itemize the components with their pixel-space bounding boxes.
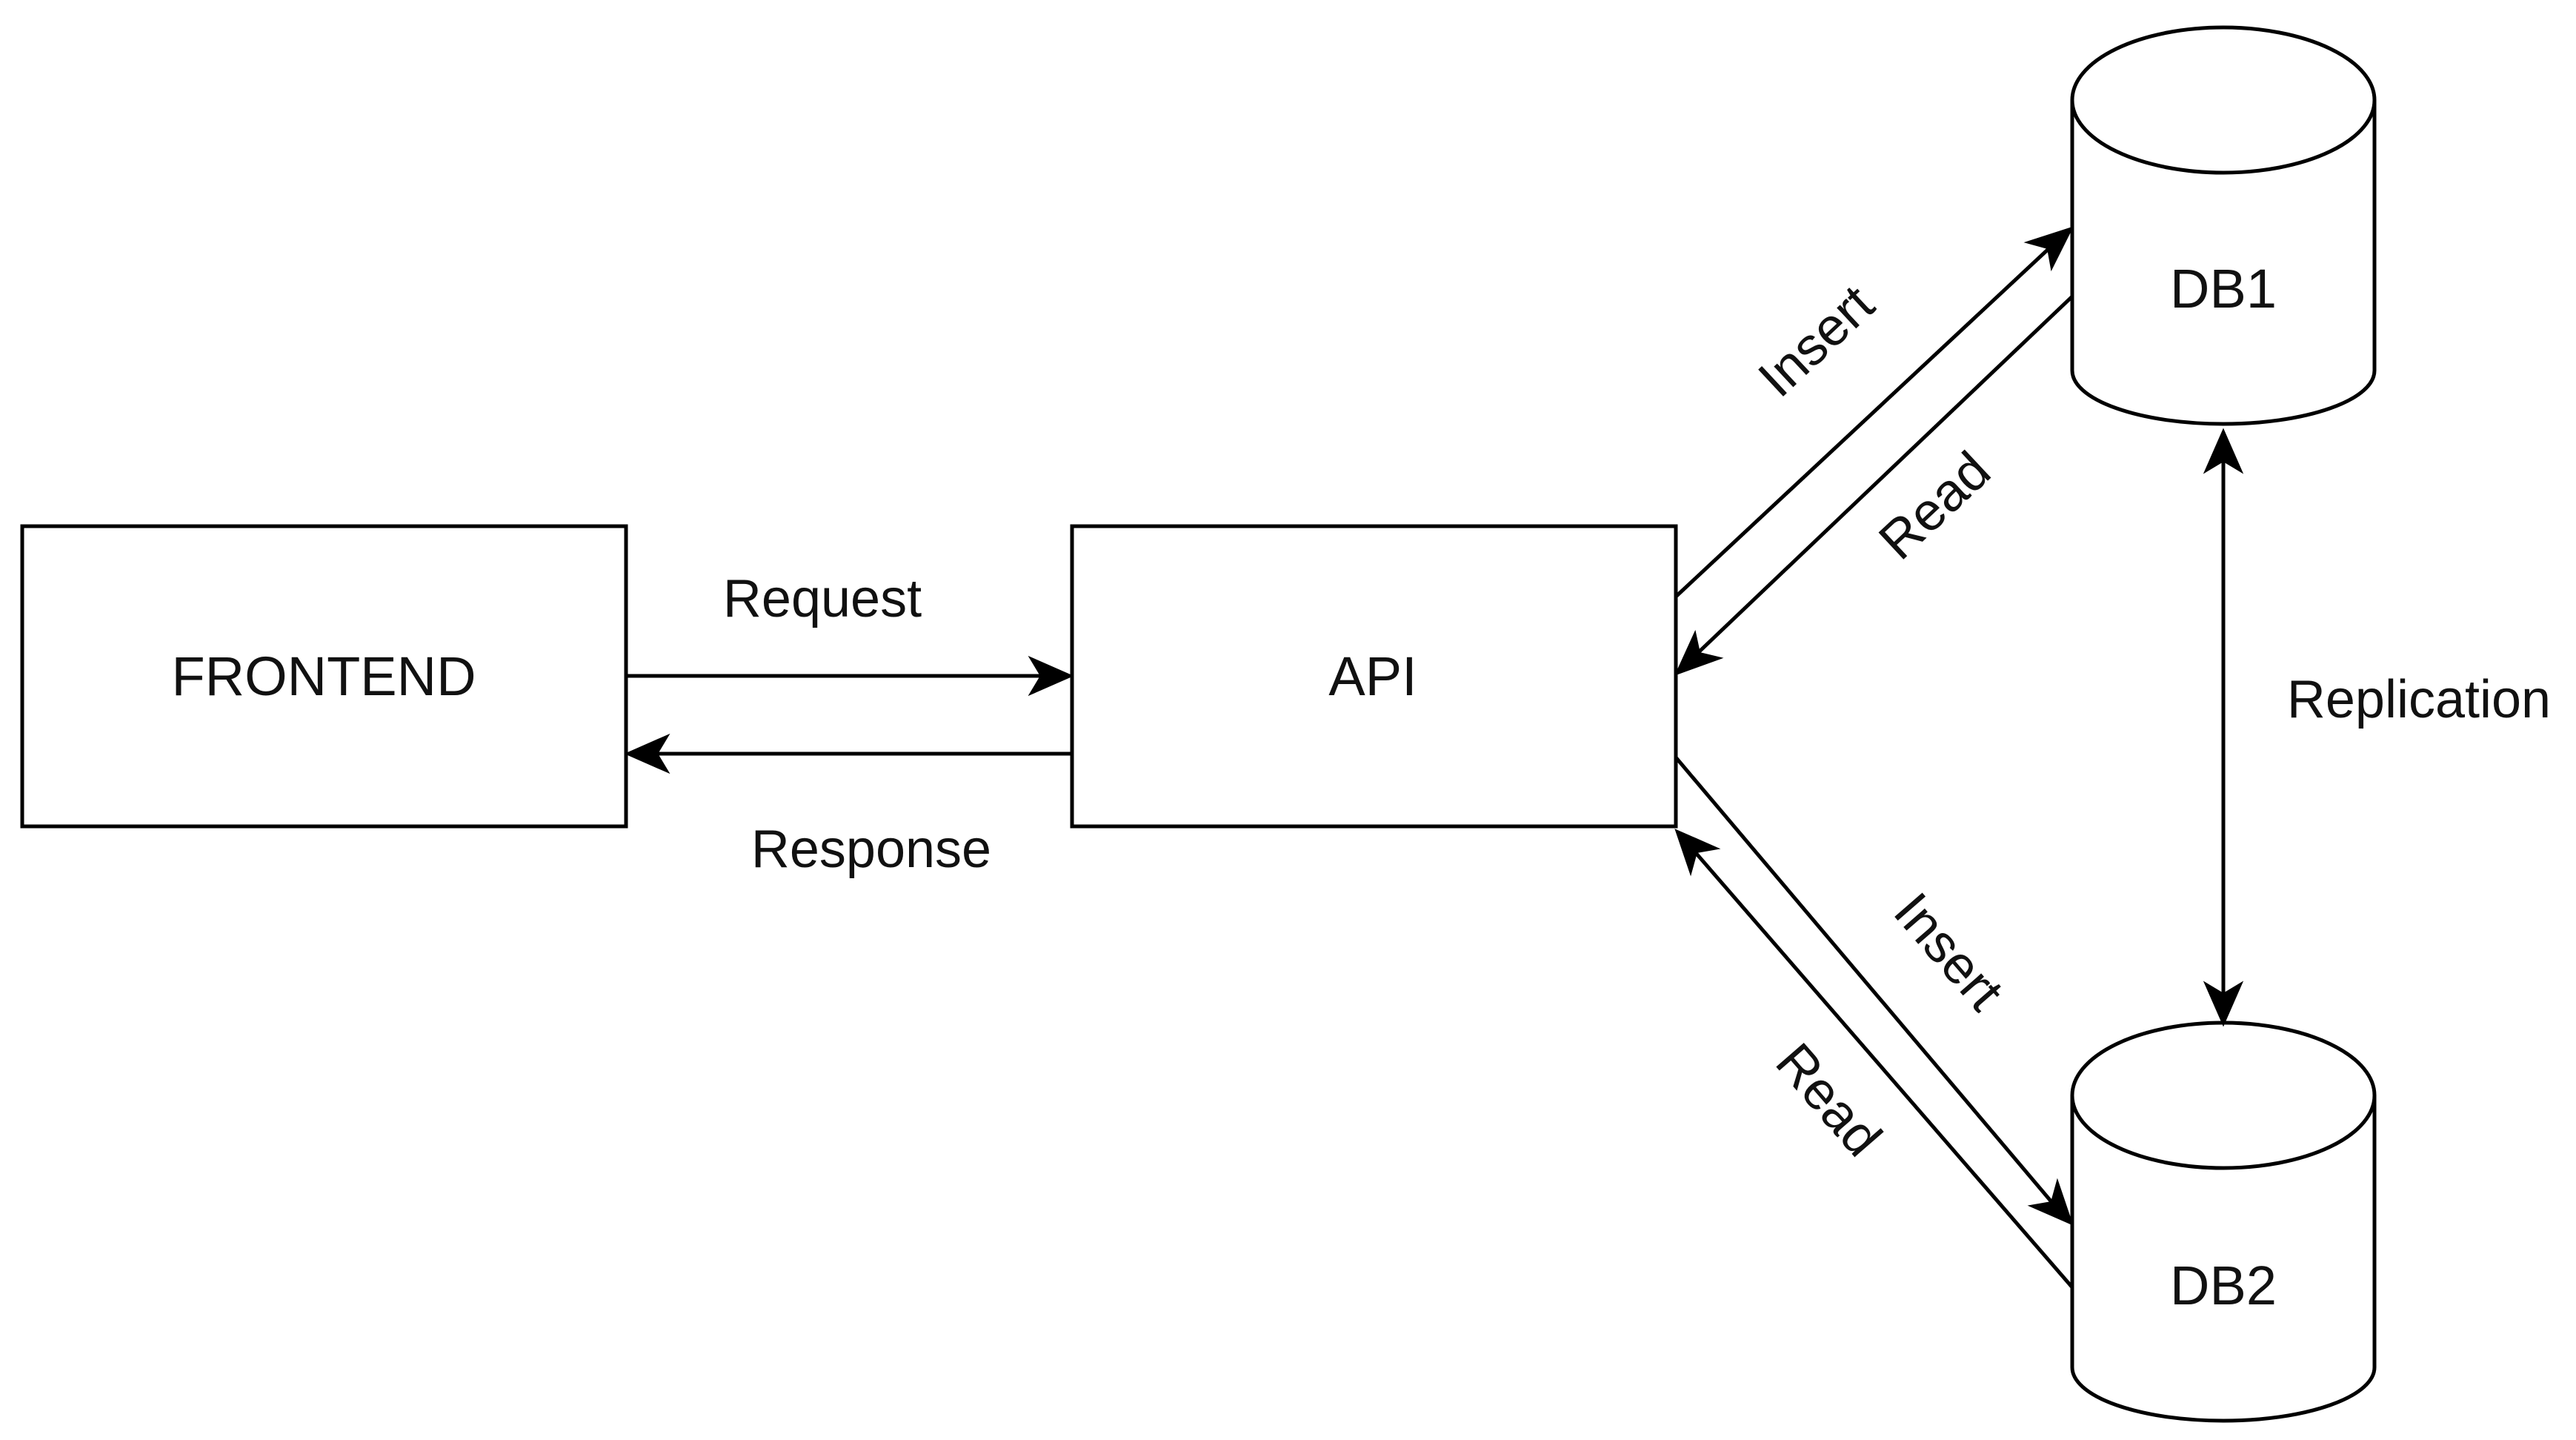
request-edge[interactable]: Request <box>626 569 1074 697</box>
read-db1-arrow <box>1685 295 2074 665</box>
insert-db2-edge[interactable]: Insert <box>1674 756 2074 1226</box>
insert-db1-label: Insert <box>1748 274 1886 408</box>
response-edge[interactable]: Response <box>624 733 1072 879</box>
read-db2-arrowhead <box>1674 829 1721 877</box>
read-db2-label: Read <box>1764 1032 1892 1167</box>
frontend-box <box>20 524 628 829</box>
insert-db1-arrow <box>1674 236 2063 598</box>
frontend-label: FRONTEND <box>171 646 476 707</box>
frontend-node[interactable]: FRONTEND <box>20 524 628 829</box>
db2-body <box>2070 1095 2377 1423</box>
insert-db1-arrowhead <box>2023 226 2074 272</box>
db1-node[interactable]: DB1 <box>2070 25 2377 426</box>
api-box <box>1070 524 1678 829</box>
db2-node[interactable]: DB2 <box>2070 1021 2377 1423</box>
request-label: Request <box>723 569 922 628</box>
insert-db2-arrowhead <box>2027 1178 2074 1226</box>
read-db2-arrow <box>1685 841 2074 1289</box>
response-label: Response <box>751 820 991 879</box>
db1-body <box>2070 100 2377 426</box>
read-db1-label: Read <box>1868 440 2001 571</box>
insert-db1-edge[interactable]: Insert <box>1674 226 2074 598</box>
api-label: API <box>1328 646 1417 707</box>
db1-label: DB1 <box>2170 258 2277 319</box>
db2-label: DB2 <box>2170 1255 2277 1316</box>
replication-arrowhead-bottom <box>2203 981 2244 1027</box>
insert-db2-label: Insert <box>1883 882 2015 1021</box>
read-db2-edge[interactable]: Read <box>1674 829 2074 1289</box>
read-db1-arrowhead <box>1674 629 1724 676</box>
db1-top <box>2070 25 2377 175</box>
read-db1-edge[interactable]: Read <box>1674 295 2074 676</box>
request-arrowhead <box>1028 655 1074 697</box>
db2-top <box>2070 1021 2377 1170</box>
insert-db2-arrow <box>1674 756 2063 1215</box>
api-node[interactable]: API <box>1070 524 1678 829</box>
replication-edge[interactable]: Replication <box>2203 428 2551 1027</box>
replication-arrowhead-top <box>2203 428 2244 474</box>
replication-label: Replication <box>2287 670 2551 729</box>
response-arrowhead <box>624 733 670 774</box>
